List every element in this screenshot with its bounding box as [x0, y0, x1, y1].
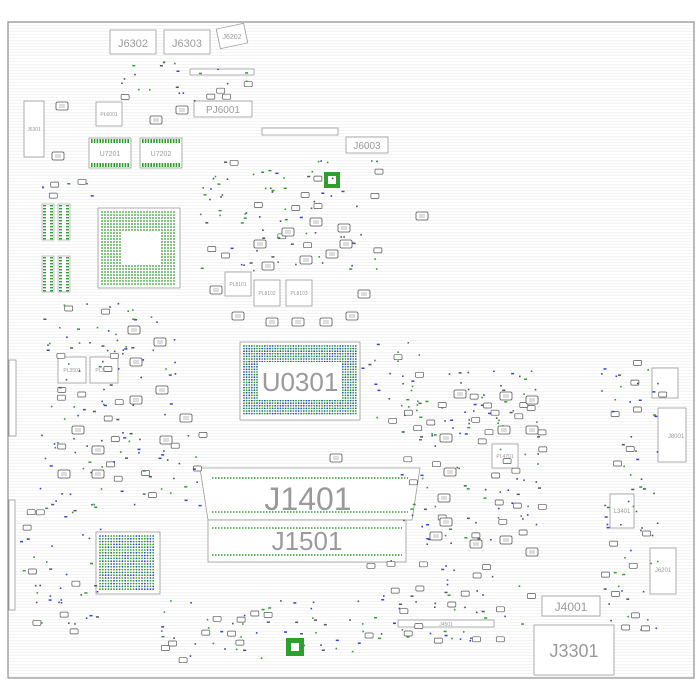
refdes-pl8101: PL8101 — [229, 282, 246, 288]
refdes-u7201: U7201 — [100, 151, 121, 158]
ic-u7201[interactable]: U7201 — [88, 137, 132, 169]
connector-j6303[interactable]: J6303 — [163, 29, 211, 55]
connector-j6003[interactable]: J6003 — [345, 136, 389, 154]
inductor-pl4701[interactable]: PL4701 — [491, 443, 519, 469]
passive-components — [20, 61, 668, 664]
refdes-pj6001: PJ6001 — [206, 105, 240, 116]
refdes-j8001: J8001 — [668, 434, 685, 440]
refdes-pl8103: PL8103 — [290, 291, 307, 297]
connector-j8001[interactable]: J8001 — [657, 407, 687, 463]
refdes-pl8102: PL8102 — [258, 291, 275, 297]
connector-j4001[interactable]: J4001 — [541, 595, 601, 617]
cpu-ball-grid — [243, 345, 357, 415]
connector-j1401[interactable]: J1401 — [199, 467, 421, 521]
connector-j3301[interactable]: J3301 — [533, 624, 615, 676]
refdes-l3401: L3401 — [614, 509, 631, 515]
inductor-pl8102[interactable]: PL8102 — [253, 279, 281, 307]
inductor-pl6001[interactable]: PL6001 — [95, 101, 123, 127]
refdes-j6301: J6301 — [27, 127, 41, 133]
top-strip-connector — [189, 68, 255, 76]
u7201-pad-rows — [91, 139, 129, 167]
memory-chip-group — [41, 203, 71, 293]
refdes-j4501: J4501 — [439, 622, 453, 628]
connector-pj6001[interactable]: PJ6001 — [193, 100, 253, 118]
connector-j4501[interactable]: J4501 — [397, 619, 495, 628]
connector-j6202[interactable]: J6202 — [215, 22, 249, 50]
bga-upper-left-balls — [101, 211, 175, 285]
refdes-j4001: J4001 — [555, 600, 588, 614]
connector-j6301[interactable]: J6301 — [23, 100, 45, 158]
inductor-pl3501[interactable]: PL3501 — [57, 356, 87, 384]
refdes-u7202: U7202 — [151, 151, 172, 158]
refdes-j6003: J6003 — [353, 141, 381, 152]
refdes-pl4701: PL4701 — [496, 454, 513, 460]
qfn-bottom-center[interactable] — [286, 638, 304, 656]
cpu-u0301[interactable]: U0301 — [239, 341, 361, 421]
refdes-pl3501: PL3501 — [63, 368, 80, 374]
qfn-mid[interactable] — [324, 172, 340, 188]
connector-j1501[interactable]: J1501 — [207, 519, 407, 563]
inductor-pl8101[interactable]: PL8101 — [224, 271, 252, 297]
inductor-l3401[interactable]: L3401 — [609, 493, 635, 529]
refdes-j6201: J6201 — [655, 568, 672, 574]
connector-j6201[interactable]: J6201 — [649, 547, 677, 595]
strip-connector — [261, 127, 339, 136]
u7202-pad-rows — [142, 139, 180, 167]
left-edge-connector-2 — [8, 499, 16, 611]
refdes-j6202: J6202 — [222, 34, 241, 41]
refdes-pl6001: PL6001 — [100, 112, 117, 118]
refdes-j6302: J6302 — [118, 38, 148, 50]
refdes-j6303: J6303 — [172, 38, 202, 50]
connector-j6302[interactable]: J6302 — [109, 29, 157, 55]
refdes-j1401: J1401 — [264, 481, 351, 517]
refdes-u0301: U0301 — [262, 367, 339, 397]
bga-upper-left[interactable] — [97, 207, 181, 289]
bga-lower-left-balls — [99, 535, 155, 591]
inductor-pl8103[interactable]: PL8103 — [285, 279, 313, 307]
refdes-j3301: J3301 — [549, 641, 598, 661]
bga-lower-left[interactable] — [95, 531, 161, 595]
refdes-j1501: J1501 — [272, 526, 343, 556]
left-edge-connector-1 — [8, 359, 17, 437]
ic-u7202[interactable]: U7202 — [139, 137, 183, 169]
